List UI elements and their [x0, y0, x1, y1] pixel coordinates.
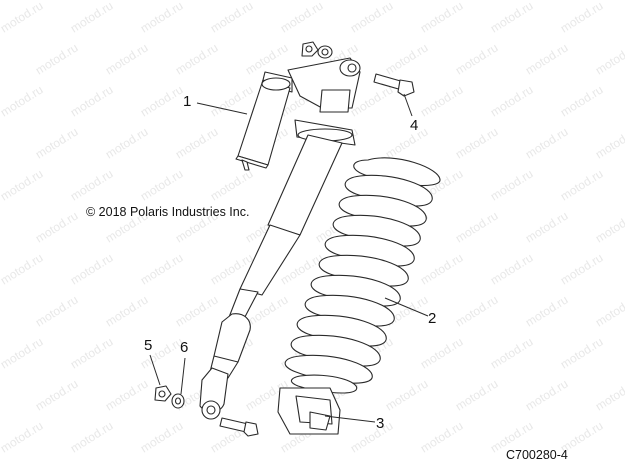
callout-3: 3	[376, 415, 385, 432]
callout-4: 4	[410, 117, 419, 134]
leader-lines	[149, 93, 429, 423]
top-hardware	[301, 41, 333, 59]
callout-5: 5	[144, 337, 153, 354]
copyright-notice: © 2018 Polaris Industries Inc.	[86, 205, 250, 219]
lower-washer	[171, 393, 185, 409]
shock-body	[199, 57, 361, 420]
spring-retainer	[277, 387, 341, 435]
callout-6: 6	[180, 339, 189, 356]
reservoir	[235, 71, 293, 171]
diagram-part-number: C700280-4	[506, 448, 568, 462]
lower-bolt	[219, 417, 259, 437]
callout-1: 1	[183, 93, 192, 110]
top-bolt	[373, 73, 415, 97]
coil-spring	[284, 157, 441, 394]
callout-2: 2	[428, 310, 437, 327]
lower-nut	[154, 385, 172, 402]
